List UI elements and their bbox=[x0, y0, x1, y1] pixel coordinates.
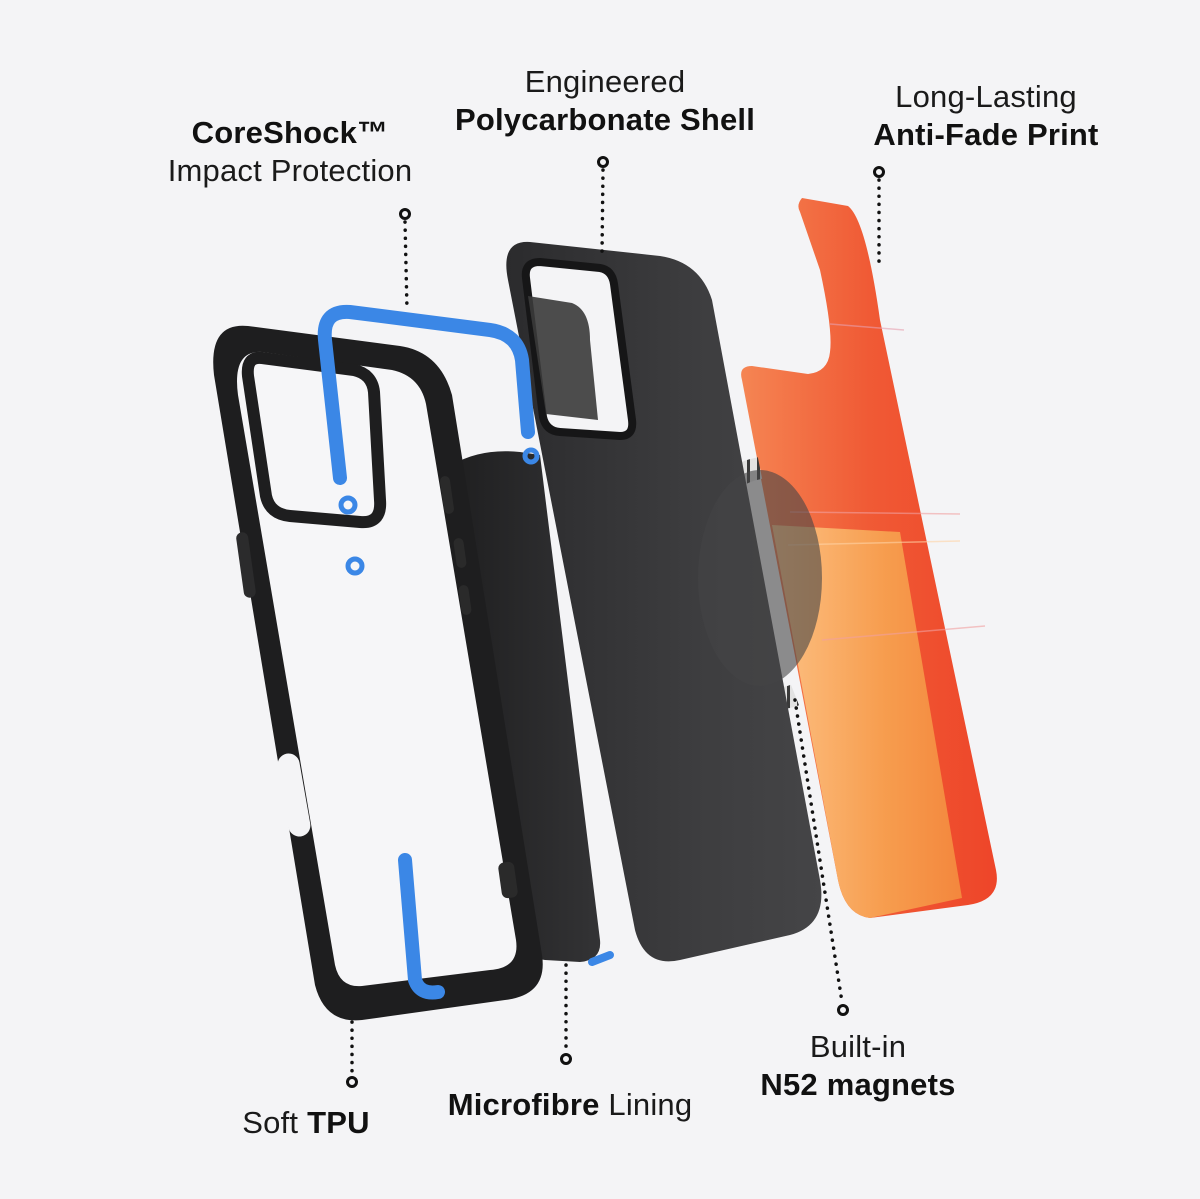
tpu-dot-icon bbox=[346, 1076, 358, 1088]
coreshock-subtitle: Impact Protection bbox=[167, 153, 413, 188]
microfibre-lining bbox=[452, 451, 601, 962]
microfibre-light-text: Lining bbox=[608, 1087, 693, 1122]
magnets-title: N52 magnets bbox=[760, 1067, 956, 1102]
microfibre-bold-text: Microfibre bbox=[447, 1087, 600, 1122]
tpu-light-text: Soft bbox=[242, 1105, 299, 1140]
tpu-bold-text: TPU bbox=[307, 1105, 370, 1140]
callout-dots bbox=[346, 156, 885, 1088]
callout-magnets: Built-in N52 magnets bbox=[738, 1028, 978, 1104]
callout-shell: Engineered Polycarbonate Shell bbox=[430, 63, 780, 139]
callout-tpu: Soft TPU bbox=[216, 1104, 396, 1142]
polycarbonate-shell bbox=[506, 241, 822, 962]
anti-fade-print-layer bbox=[741, 198, 997, 918]
shell-dot-icon bbox=[597, 156, 609, 168]
microfibre-dot-icon bbox=[560, 1053, 572, 1065]
print-title: Anti-Fade Print bbox=[873, 117, 1099, 152]
coreshock-dot-icon bbox=[399, 208, 411, 220]
callout-print: Long-Lasting Anti-Fade Print bbox=[846, 78, 1126, 154]
soft-tpu-frame bbox=[213, 325, 543, 1021]
magnets-dot-icon bbox=[837, 1004, 849, 1016]
coreshock-impact-strips bbox=[317, 304, 614, 1000]
shell-title: Polycarbonate Shell bbox=[454, 102, 756, 137]
shell-subtitle: Engineered bbox=[524, 64, 686, 99]
callout-leaders bbox=[350, 168, 881, 1076]
coreshock-title: CoreShock™ bbox=[191, 115, 389, 150]
magnets-subtitle: Built-in bbox=[809, 1029, 907, 1064]
callout-coreshock: CoreShock™ Impact Protection bbox=[140, 114, 440, 190]
callout-microfibre: Microfibre Lining bbox=[420, 1086, 720, 1124]
print-subtitle: Long-Lasting bbox=[895, 79, 1077, 114]
print-dot-icon bbox=[873, 166, 885, 178]
